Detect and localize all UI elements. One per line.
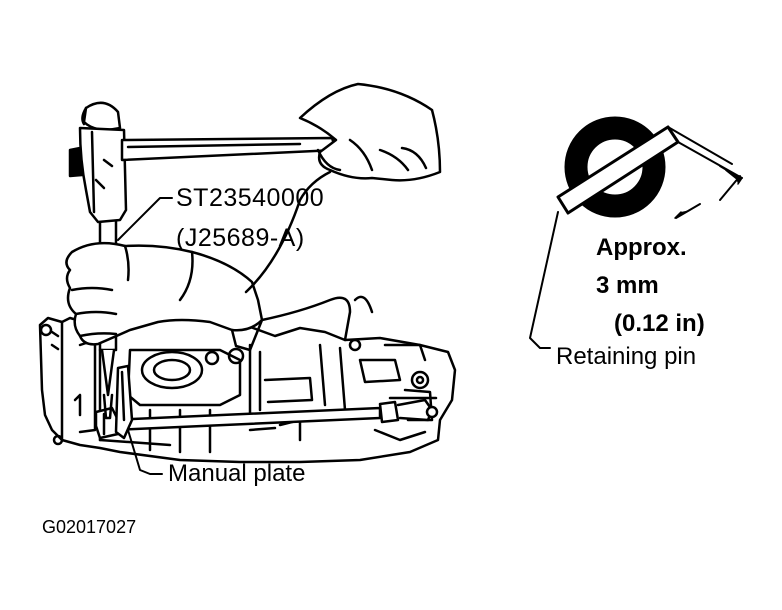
manual-shaft-icon	[94, 398, 439, 440]
hand-icon	[65, 241, 264, 352]
approx-label: Approx.	[596, 234, 687, 261]
dimension-in-label: (0.12 in)	[614, 310, 705, 337]
hammer-icon	[68, 101, 128, 224]
leader-lines	[117, 197, 559, 475]
arm-icon	[244, 82, 442, 342]
manual-plate-label: Manual plate	[168, 460, 306, 487]
pin-cross-section-icon	[556, 116, 743, 219]
retaining-pin-label: Retaining pin	[556, 343, 697, 370]
manual-plate-icon	[114, 364, 134, 440]
tool-alt-number-label: (J25689-A)	[176, 224, 305, 252]
tool-number-label: ST23540000	[176, 184, 325, 212]
dimension-mm-label: 3 mm	[596, 272, 659, 299]
hammer-handle-icon	[120, 136, 338, 162]
figure-code-label: G02017027	[42, 517, 137, 537]
